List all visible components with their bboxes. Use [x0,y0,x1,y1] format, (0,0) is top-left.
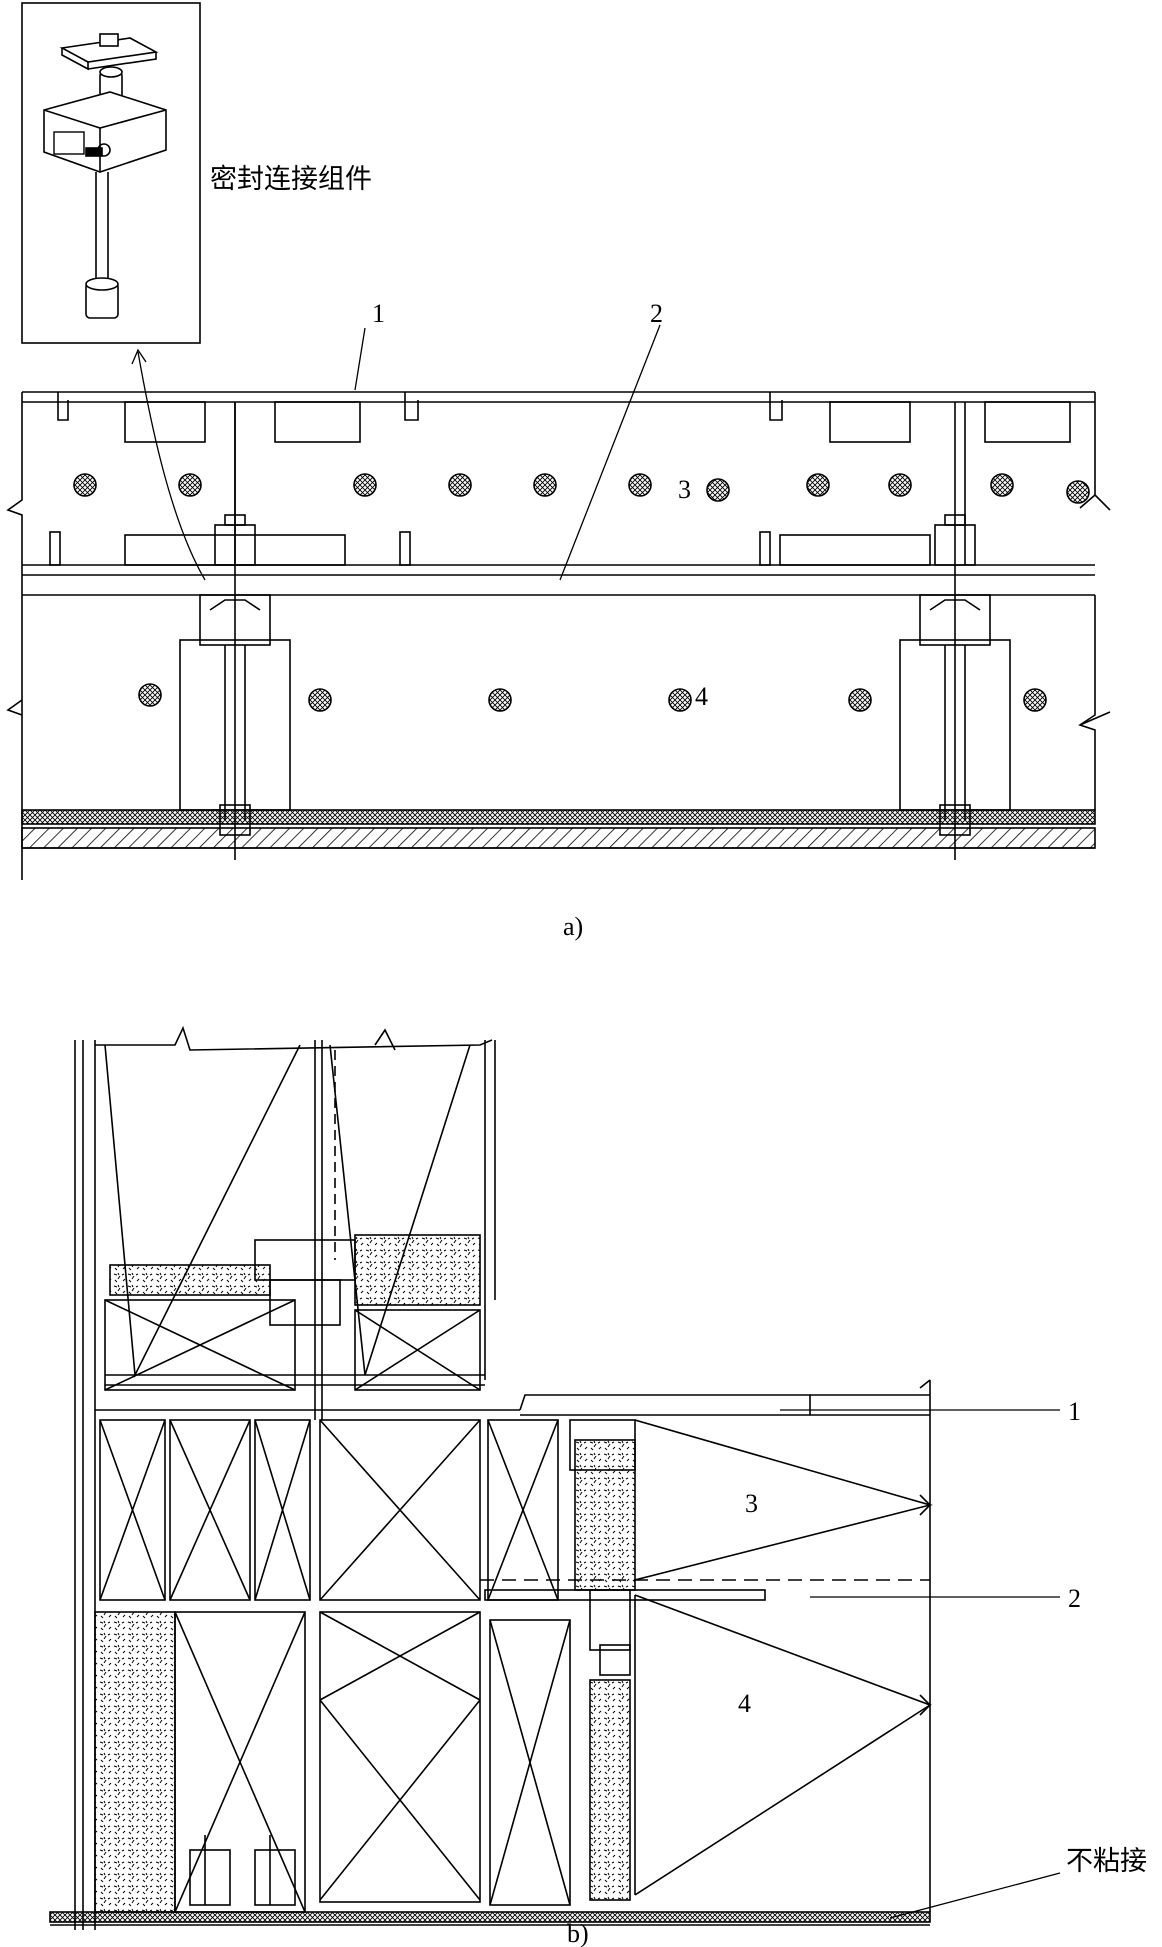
caption-a: a) [563,912,583,941]
label-4-b: 4 [738,1689,751,1718]
seal-component-inset [21,2,201,344]
label-1-b: 1 [1068,1397,1081,1426]
no-bond-label: 不粘接 [1066,1846,1147,1877]
seal-component-label: 密封连接组件 [210,164,372,195]
caption-b: b) [567,1919,589,1947]
label-4-a: 4 [695,682,708,711]
label-1-a: 1 [372,299,385,328]
section-b [49,1025,934,1930]
section-a [6,391,1111,880]
inset-leader-arrow [137,351,206,581]
label-2-a: 2 [650,299,663,328]
connector-right [899,402,1011,860]
connector-left [179,402,291,860]
leader-lines [354,324,1061,1919]
label-3-a: 3 [678,475,691,504]
label-2-b: 2 [1068,1584,1081,1613]
label-3-b: 3 [745,1489,758,1518]
